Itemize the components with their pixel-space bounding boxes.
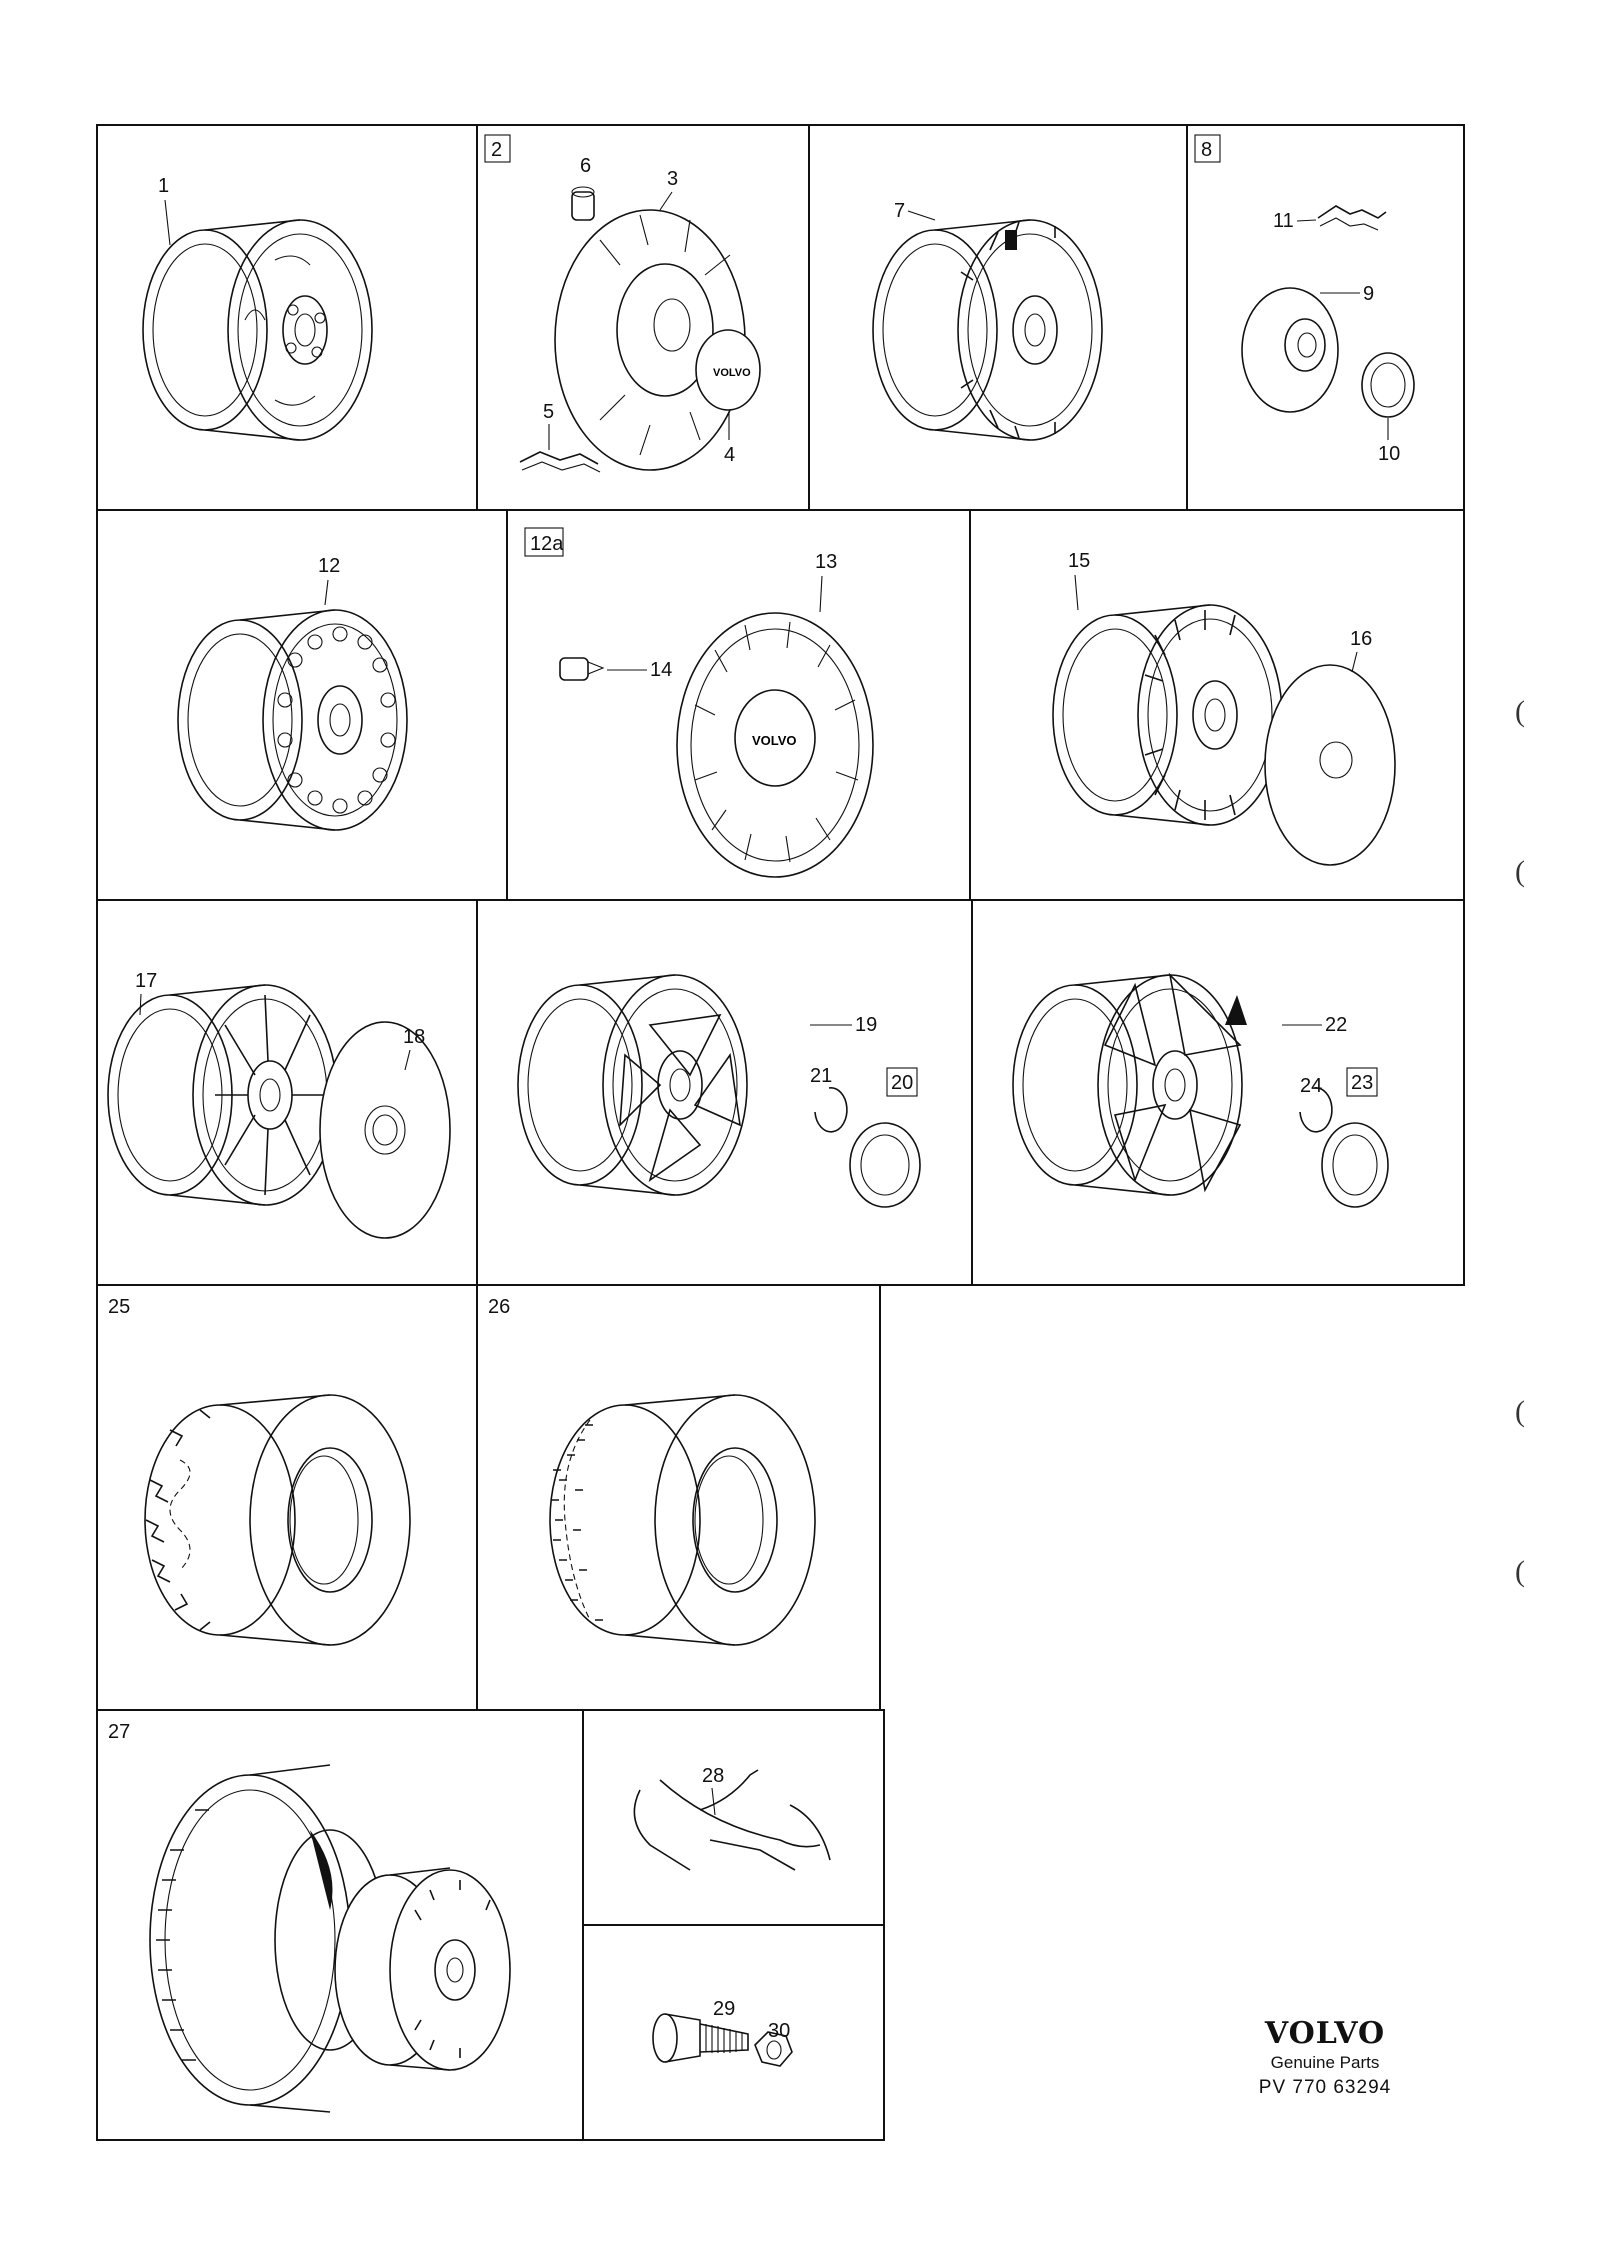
hub-cap-9-illustration xyxy=(1241,287,1339,413)
genuine-parts-label: Genuine Parts xyxy=(1270,2053,1380,2072)
callout-5: 5 xyxy=(543,401,554,423)
callout-24: 24 xyxy=(1300,1075,1322,1097)
clip-5-illustration xyxy=(519,451,601,473)
callout-19: 19 xyxy=(855,1014,877,1036)
row-4: 25 26 xyxy=(96,1284,881,1711)
complete-wheel-27-illustration xyxy=(149,1764,511,2113)
panel-label-8: 8 xyxy=(1201,139,1212,161)
callout-13: 13 xyxy=(815,551,837,573)
cap-18-illustration xyxy=(319,1021,451,1239)
row-3: 17 18 20 19 21 23 22 xyxy=(96,899,1465,1286)
callout-6: 6 xyxy=(580,155,591,177)
cap-volvo-text: VOLVO xyxy=(713,367,751,379)
snow-chain-28-illustration xyxy=(633,1769,831,1871)
callout-7: 7 xyxy=(894,200,905,222)
panel-label-box-8 xyxy=(1194,134,1221,163)
callout-4: 4 xyxy=(724,444,735,466)
emblem-23-illustration xyxy=(1321,1122,1389,1208)
panel-label-26: 26 xyxy=(488,1296,510,1318)
emblem-10-illustration xyxy=(1361,352,1415,418)
margin-mark: ( xyxy=(1515,695,1525,728)
panel-label-20: 20 xyxy=(891,1072,913,1094)
snap-ring-24-illustration xyxy=(1299,1087,1333,1133)
cover-16-illustration xyxy=(1264,664,1396,866)
callout-12: 12 xyxy=(318,555,340,577)
hub-cap-13-illustration: VOLVO xyxy=(676,612,874,878)
document-number: PV 770 63294 xyxy=(1258,2077,1392,2098)
callout-16: 16 xyxy=(1350,628,1372,650)
callout-30: 30 xyxy=(768,2020,790,2042)
panel-label-box-12a xyxy=(524,527,564,557)
callout-9: 9 xyxy=(1363,283,1374,305)
clip-11-illustration xyxy=(1317,205,1387,231)
valve-6-illustration xyxy=(571,186,595,221)
wheel-17-illustration xyxy=(107,984,338,1206)
bolt-29-illustration xyxy=(652,2013,749,2063)
callout-1: 1 xyxy=(158,175,169,197)
panel-label-2: 2 xyxy=(491,139,502,161)
hub-cap-13-volvo-text: VOLVO xyxy=(752,733,797,748)
panel-label-box-20 xyxy=(886,1067,918,1097)
callout-14: 14 xyxy=(650,659,672,681)
wheel-7-illustration xyxy=(872,219,1103,441)
callout-11: 11 xyxy=(1273,210,1294,232)
row-5: 27 28 xyxy=(96,1709,885,2141)
wheel-15-illustration xyxy=(1052,604,1283,826)
margin-mark: ( xyxy=(1515,855,1525,888)
wheel-12-illustration xyxy=(177,609,408,831)
callout-28: 28 xyxy=(702,1765,724,1787)
panel-label-box-2 xyxy=(484,134,511,163)
callout-15: 15 xyxy=(1068,550,1090,572)
wheel-19-illustration xyxy=(517,974,748,1196)
panel-label-27: 27 xyxy=(108,1721,130,1743)
callout-18: 18 xyxy=(403,1026,425,1048)
margin-mark: ( xyxy=(1515,1555,1525,1588)
panel-label-box-23 xyxy=(1346,1067,1378,1097)
row-1-frame xyxy=(96,124,1465,511)
wheel-22-illustration xyxy=(1012,972,1247,1196)
callout-29: 29 xyxy=(713,1998,735,2020)
callout-10: 10 xyxy=(1378,443,1400,465)
tire-25-illustration xyxy=(144,1394,411,1646)
wheel-1-illustration xyxy=(142,219,373,441)
row-2: 12 12a VOLVO 13 14 15 16 xyxy=(96,509,1465,901)
panel-label-23: 23 xyxy=(1351,1072,1373,1094)
callout-17: 17 xyxy=(135,970,157,992)
callout-3: 3 xyxy=(667,168,678,190)
row-1: 1 2 VOLVO 6 3 5 4 xyxy=(96,124,1465,511)
callout-21: 21 xyxy=(810,1065,832,1087)
brand-block: VOLVO Genuine Parts PV 770 63294 xyxy=(1225,2016,1425,2099)
margin-mark: ( xyxy=(1515,1395,1525,1428)
panel-label-12a: 12a xyxy=(530,533,564,555)
snap-ring-21-illustration xyxy=(814,1087,848,1133)
panel-label-25: 25 xyxy=(108,1296,130,1318)
emblem-20-illustration xyxy=(849,1122,921,1208)
callout-22: 22 xyxy=(1325,1014,1347,1036)
volvo-logo: VOLVO xyxy=(1264,2016,1386,2051)
nut-30-illustration xyxy=(754,2031,793,2067)
tire-26-illustration xyxy=(549,1394,816,1646)
valve-14-illustration xyxy=(559,657,605,681)
cap-4-illustration: VOLVO xyxy=(695,329,761,411)
